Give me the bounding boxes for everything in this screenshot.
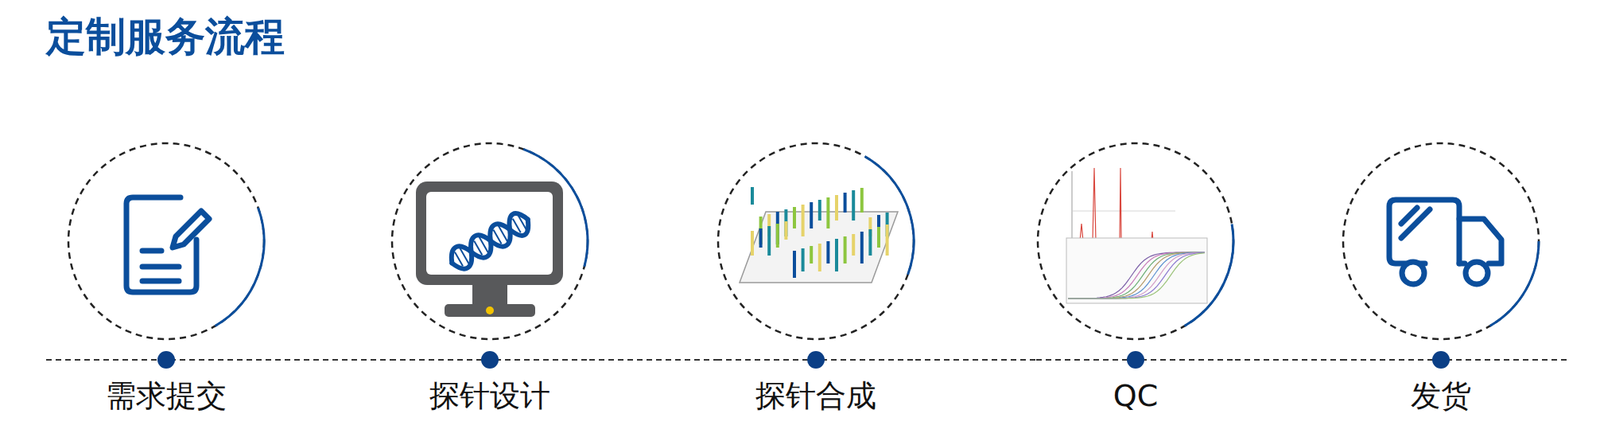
- step-circle: [68, 143, 265, 339]
- probe-bar: [767, 225, 771, 256]
- flow-line: [265, 358, 391, 361]
- timeline-dot: [1126, 350, 1145, 369]
- probe-bar: [750, 186, 754, 205]
- probe-bar: [826, 240, 830, 264]
- step-label: 需求提交: [105, 377, 227, 415]
- probe-bar: [826, 197, 830, 229]
- probe-bars: [752, 186, 888, 278]
- amplification-curve: [1067, 252, 1205, 299]
- dashed-circle: [68, 143, 265, 339]
- amplification-curve: [1067, 252, 1205, 299]
- step-label: 探针设计: [429, 377, 551, 415]
- probe-bar: [818, 199, 822, 221]
- step-node: 探针设计: [390, 141, 590, 420]
- probe-bar: [750, 230, 754, 256]
- probe-bar: [818, 243, 822, 272]
- probe-bar: [843, 192, 847, 213]
- probe-bar: [860, 187, 864, 213]
- dna-helix: [446, 209, 534, 274]
- probe-bar: [792, 206, 797, 229]
- probe-bar: [809, 245, 813, 264]
- amplification-curve: [1067, 252, 1205, 299]
- step-circle: [718, 143, 914, 339]
- probe-bar: [868, 229, 872, 256]
- dashed-circle: [1343, 143, 1539, 339]
- probe-bar: [792, 250, 797, 278]
- amplification-curve: [1067, 252, 1205, 299]
- accent-arc: [1490, 240, 1540, 327]
- flow-line: [1234, 358, 1342, 361]
- probe-bar: [860, 231, 864, 264]
- timeline-dot: [807, 350, 825, 369]
- timeline-dot: [157, 350, 175, 369]
- array-plane: [739, 211, 898, 283]
- chromatogram: [1071, 167, 1176, 243]
- probe-bar: [834, 194, 839, 221]
- step-circle: [1037, 143, 1234, 339]
- probe-bar: [801, 248, 805, 272]
- step-label: 探针合成: [755, 377, 877, 415]
- dashed-circle: [718, 143, 914, 339]
- timeline-dot: [1432, 350, 1450, 369]
- flow-line: [589, 358, 717, 361]
- timeline-dot: [481, 350, 499, 369]
- probe-bar: [851, 190, 855, 221]
- probe-bar: [784, 221, 788, 240]
- amplification-curve: [1067, 252, 1205, 299]
- accent-arc: [215, 207, 265, 327]
- timeline-segments: [46, 358, 1567, 361]
- probe-bar: [759, 228, 763, 248]
- monitor-icon: [415, 181, 564, 317]
- document-icon: [126, 197, 210, 292]
- step-label: 发货: [1410, 377, 1472, 415]
- probe-bar: [801, 204, 805, 237]
- amplification-curve: [1067, 252, 1205, 299]
- step-node: 发货: [1341, 141, 1541, 420]
- dashed-circle: [392, 143, 588, 339]
- step-node: 探针合成: [716, 141, 916, 420]
- probe-bar: [776, 223, 780, 248]
- probe-bar: [843, 236, 847, 264]
- probe-bar: [877, 226, 881, 248]
- probe-bar: [834, 238, 839, 272]
- step-node: 需求提交: [66, 141, 266, 420]
- dashed-circle: [1037, 143, 1234, 339]
- step-label: QC: [1113, 377, 1158, 415]
- flow-line: [915, 358, 1037, 361]
- timeline: [46, 358, 266, 361]
- amplification-plot: [1066, 237, 1208, 303]
- probe-bar: [809, 201, 813, 229]
- step-node: QC: [1036, 141, 1235, 420]
- probe-bar: [851, 233, 855, 256]
- truck-icon: [1389, 199, 1502, 284]
- probe-bar: [885, 224, 890, 256]
- page-title: 定制服务流程: [46, 12, 285, 61]
- amplification-curve: [1067, 252, 1205, 299]
- timeline-dots: [157, 350, 1450, 369]
- timeline: [1341, 358, 1567, 361]
- amplification-curve: [1067, 252, 1205, 299]
- step-circle: [1343, 143, 1539, 339]
- step-circle: [392, 143, 588, 339]
